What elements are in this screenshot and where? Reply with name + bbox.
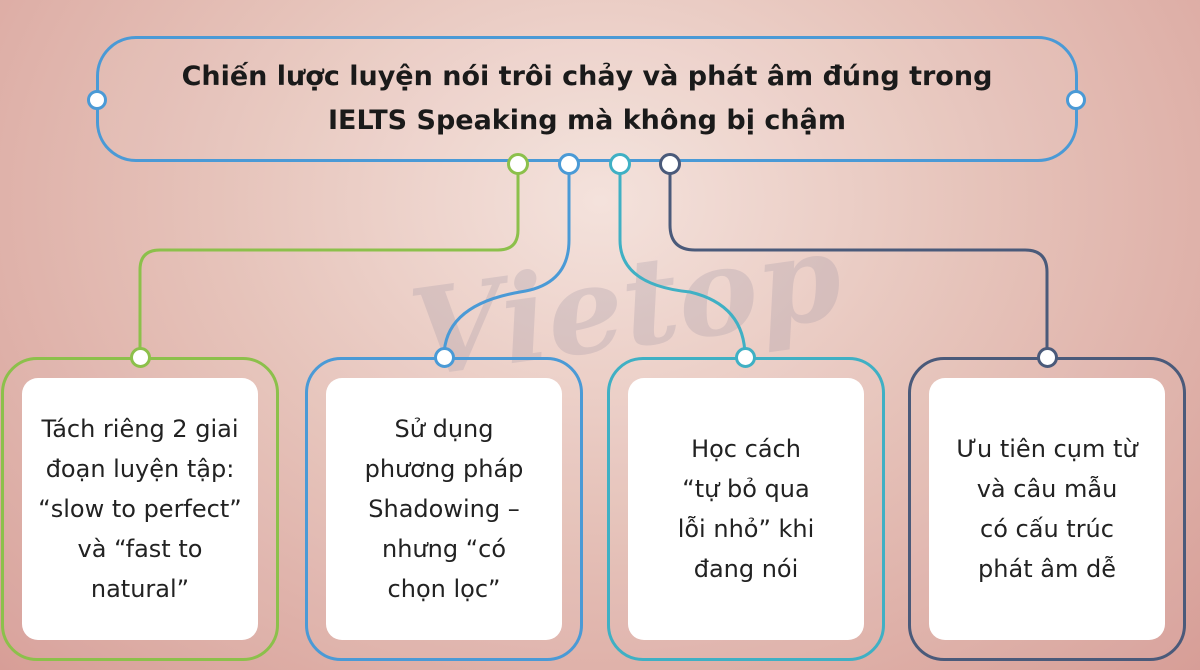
diagram-title: Chiến lược luyện nói trôi chảy và phát â… <box>181 61 993 136</box>
title-right-dot <box>1066 90 1086 110</box>
card-3-connector-dot <box>735 347 756 368</box>
card-4: Ưu tiên cụm từ và câu mẫu có cấu trúc ph… <box>908 357 1186 661</box>
card-3-inner: Học cách “tự bỏ qua lỗi nhỏ” khi đang nó… <box>628 378 864 640</box>
card-3-text: Học cách “tự bỏ qua lỗi nhỏ” khi đang nó… <box>677 435 815 583</box>
title-left-dot <box>87 90 107 110</box>
card-1-inner: Tách riêng 2 giai đoạn luyện tập: “slow … <box>22 378 258 640</box>
card-1-connector-dot <box>130 347 151 368</box>
connector-card-1 <box>138 164 520 357</box>
connector-card-2 <box>442 164 571 358</box>
connector-card-3 <box>618 164 747 358</box>
card-2: Sử dụng phương pháp Shadowing – nhưng “c… <box>305 357 583 661</box>
card-1-text: Tách riêng 2 giai đoạn luyện tập: “slow … <box>38 415 242 603</box>
title-box: Chiến lược luyện nói trôi chảy và phát â… <box>96 36 1078 162</box>
card-2-text: Sử dụng phương pháp Shadowing – nhưng “c… <box>364 415 524 603</box>
connector-card-4 <box>668 164 1049 357</box>
title-connector-dot-3 <box>609 153 631 175</box>
card-4-text: Ưu tiên cụm từ và câu mẫu có cấu trúc ph… <box>956 435 1138 583</box>
card-4-inner: Ưu tiên cụm từ và câu mẫu có cấu trúc ph… <box>929 378 1165 640</box>
card-4-connector-dot <box>1037 347 1058 368</box>
card-2-connector-dot <box>434 347 455 368</box>
title-connector-dot-4 <box>659 153 681 175</box>
card-2-inner: Sử dụng phương pháp Shadowing – nhưng “c… <box>326 378 562 640</box>
title-connector-dot-2 <box>558 153 580 175</box>
card-1: Tách riêng 2 giai đoạn luyện tập: “slow … <box>1 357 279 661</box>
title-connector-dot-1 <box>507 153 529 175</box>
card-3: Học cách “tự bỏ qua lỗi nhỏ” khi đang nó… <box>607 357 885 661</box>
